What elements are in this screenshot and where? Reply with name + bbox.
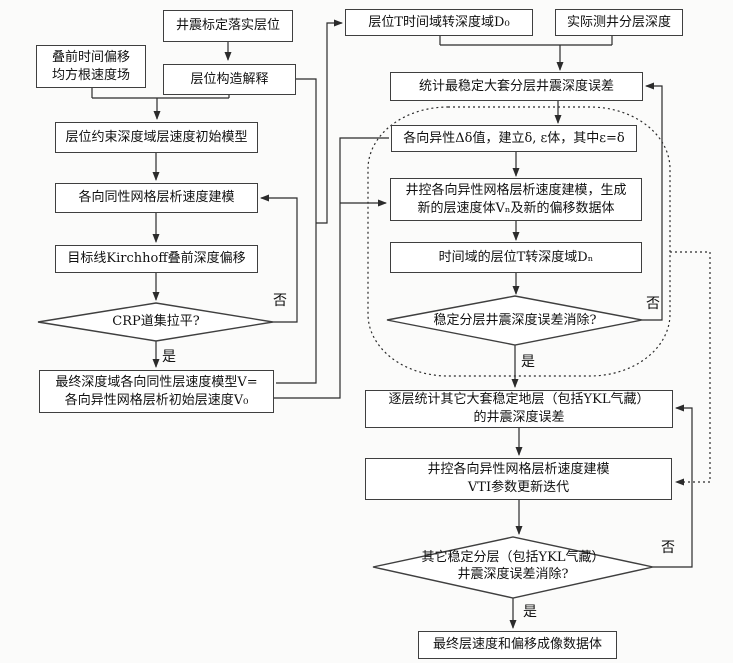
node-final-velocity-and-migration-volume: 最终层速度和偏移成像数据体	[418, 631, 617, 659]
node-horizon-time-to-depth-d0: 层位T时间域转深度域D₀	[345, 9, 533, 36]
edge-b11-b17-channel	[274, 137, 389, 399]
edge-bus-top-right	[439, 36, 613, 46]
edge-bus-top-left	[91, 88, 230, 99]
node-final-isotropic-velocity-model: 最终深度域各向同性层速度模型V= 各向异性网格层析初始层速度V₀	[39, 370, 274, 413]
branch-yes-label-stable: 是	[521, 354, 535, 370]
node-actual-well-log-formation-depth: 实际测井分层深度	[555, 9, 683, 36]
branch-yes-label-crp: 是	[162, 349, 176, 365]
node-horizon-constrained-initial-velocity-model: 层位约束深度域层速度初始模型	[55, 122, 258, 153]
decision-crp-gather-flattened-label: CRP道集拉平?	[112, 313, 200, 329]
edge-region-b22-dotted	[670, 251, 711, 486]
iteration-region-outline	[367, 106, 671, 377]
branch-no-label-stable: 否	[646, 296, 660, 312]
diamond-stable-depth-error-eliminated	[386, 295, 643, 346]
edge-channel-b12	[316, 19, 343, 224]
node-anisotropy-delta-epsilon: 各向异性Δδ值，建立δ, ε体，其中ε=δ	[391, 125, 637, 152]
decision-other-depth-error-eliminated-label: 其它稳定分层（包括YKL气藏） 井震深度误差消除?	[421, 550, 605, 582]
node-well-controlled-anisotropic-tomography: 井控各向异性网格层析速度建模，生成 新的层速度体Vₙ及新的偏移数据体	[390, 178, 642, 221]
decision-stable-depth-error-eliminated-label: 稳定分层井震深度误差消除?	[433, 312, 597, 328]
branch-no-label-crp: 否	[273, 293, 287, 309]
node-vti-parameter-update-iteration: 井控各向异性网格层析速度建模 VTI参数更新迭代	[365, 458, 672, 500]
edge-b3-b11-channel	[276, 78, 317, 384]
edge-d8-b6-no-loop	[260, 194, 298, 323]
node-isotropic-grid-tomography: 各向同性网格层析速度建模	[55, 183, 258, 213]
node-kirchhoff-prestack-depth-migration: 目标线Kirchhoff叠前深度偏移	[55, 245, 258, 273]
node-well-seismic-horizon-calibration: 井震标定落实层位	[163, 10, 293, 42]
branch-yes-label-other: 是	[523, 604, 537, 620]
edge-d20-b15-no-loop	[642, 82, 663, 321]
node-prestack-time-migration-rms-velocity: 叠前时间偏移 均方根速度场	[36, 45, 146, 88]
node-stable-formation-depth-error-statistics: 统计最稳定大套分层井震深度误差	[390, 72, 643, 101]
node-other-formation-depth-error-statistics: 逐层统计其它大套稳定地层（包括YKL气藏） 的井震深度误差	[365, 390, 673, 428]
diamond-other-depth-error-eliminated	[372, 536, 654, 599]
node-time-horizon-to-depth-dn: 时间域的层位T转深度域Dₙ	[390, 242, 642, 273]
node-horizon-structure-interpretation: 层位构造解释	[163, 64, 296, 95]
edge-d23-b21-no-loop	[653, 404, 693, 568]
diamond-crp-gather-flattened	[37, 302, 274, 342]
branch-no-label-other: 否	[661, 540, 675, 556]
